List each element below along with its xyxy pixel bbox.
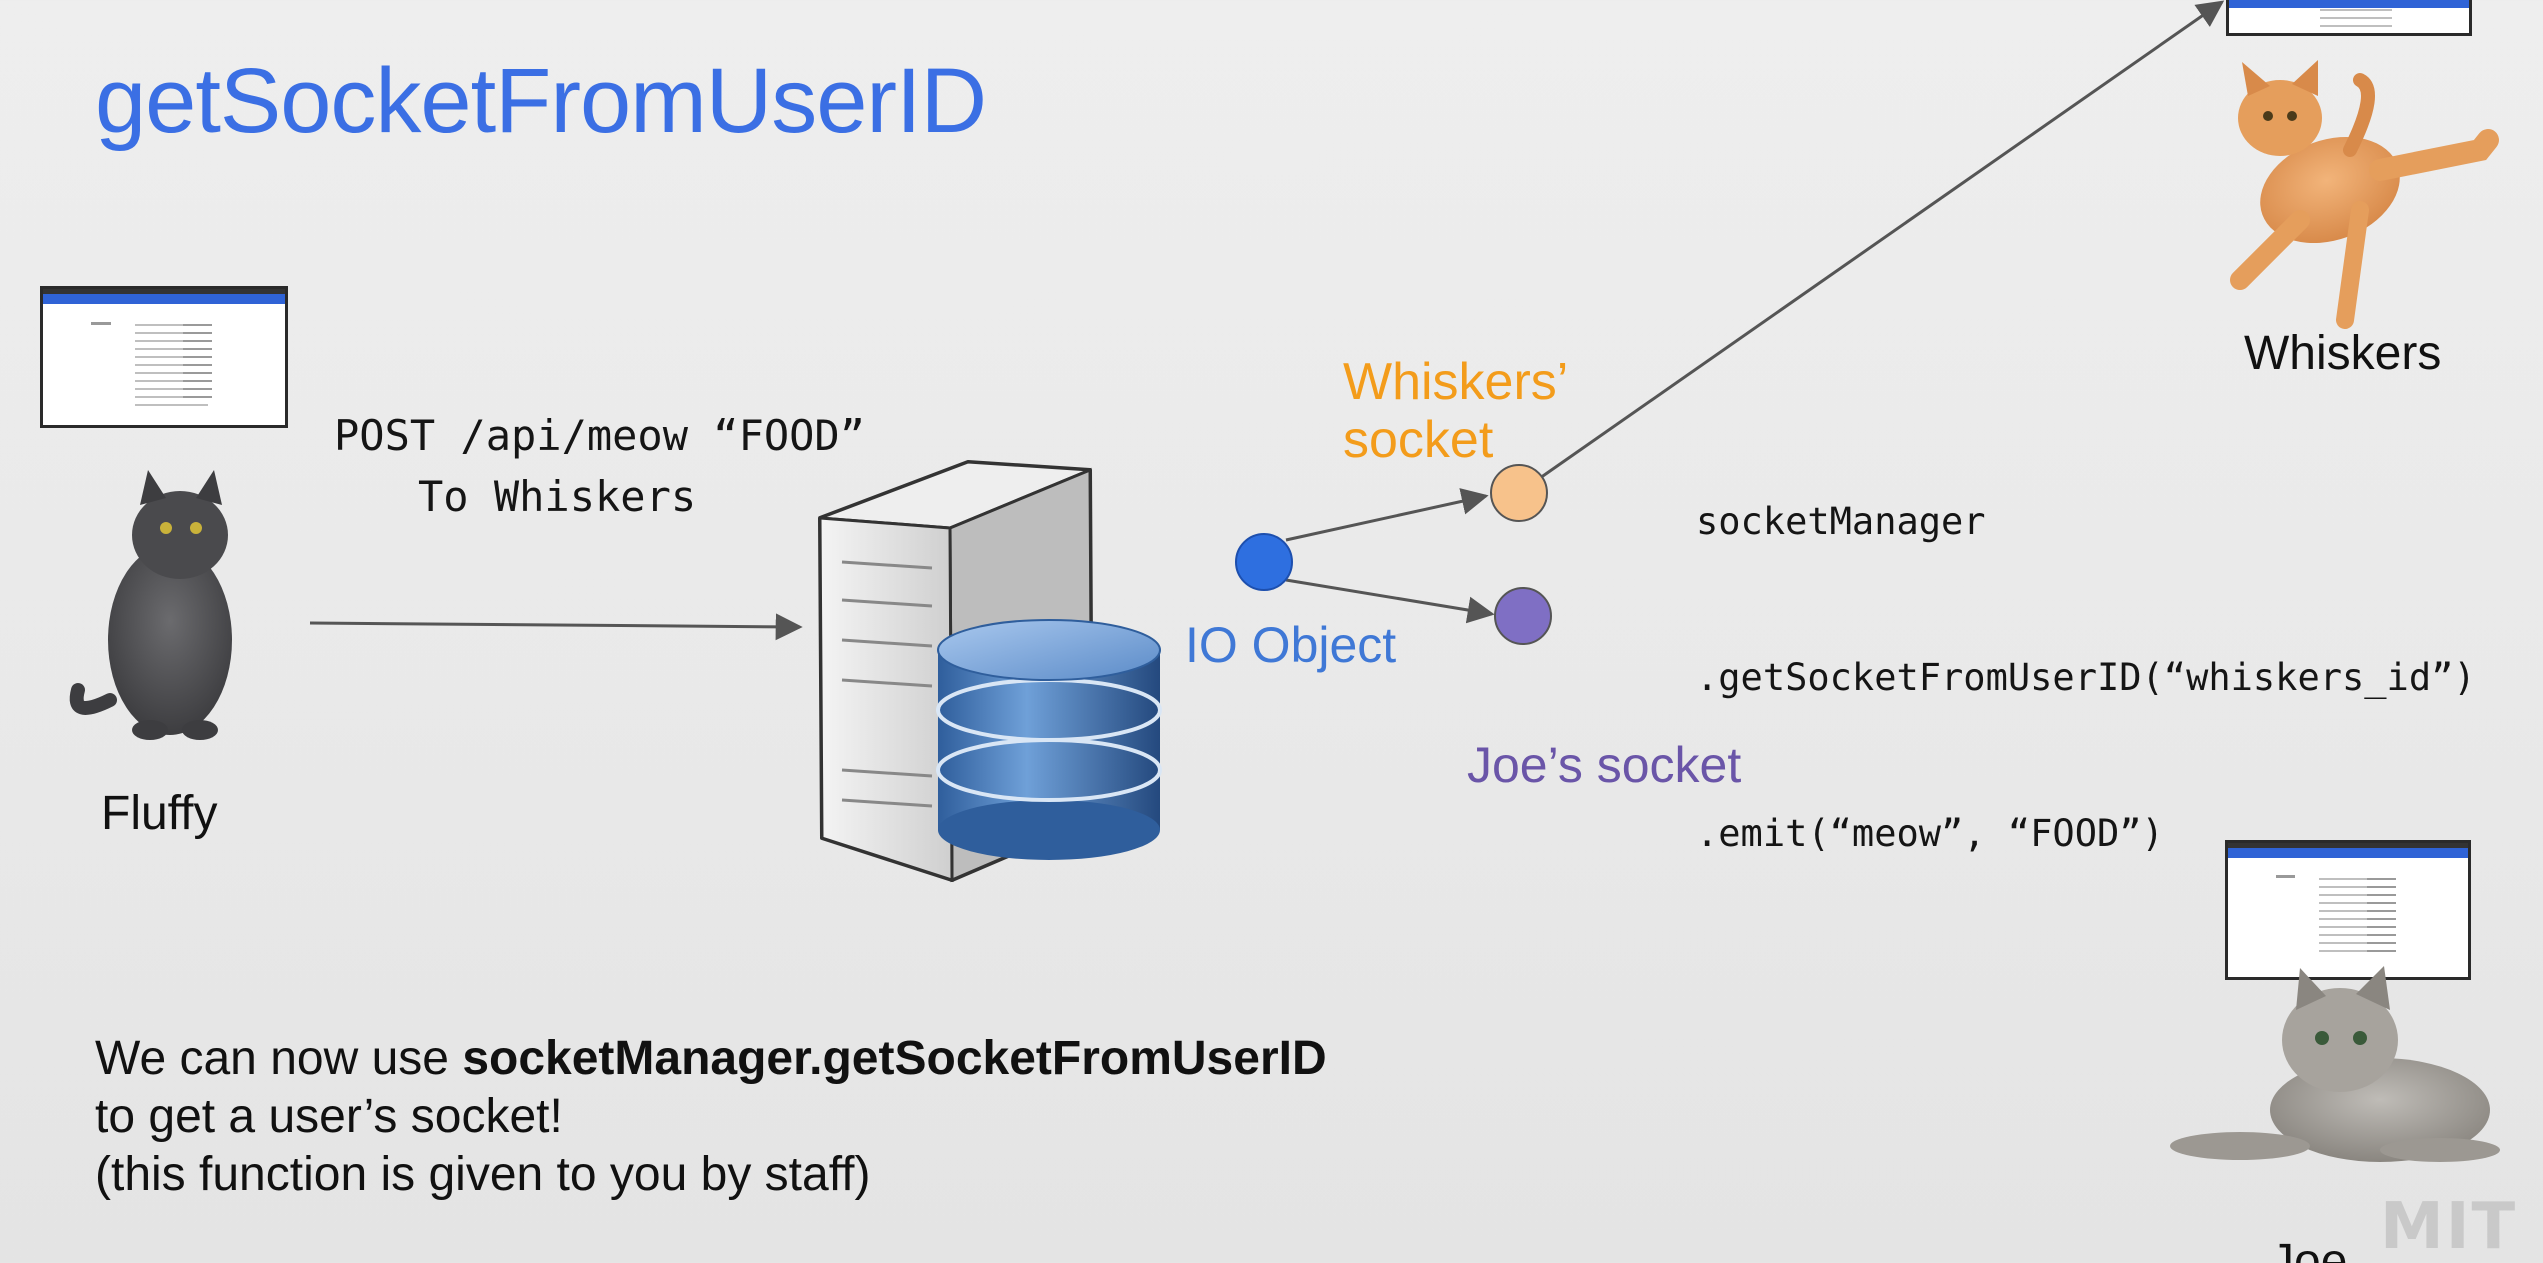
request-text-line2: To Whiskers: [418, 472, 697, 521]
code-line-2: .getSocketFromUserID(“whiskers_id”): [1696, 656, 2476, 699]
whiskers-socket-node: [1490, 464, 1548, 522]
whiskers-label: Whiskers: [2244, 327, 2442, 380]
note-line-1-prefix: We can now use: [95, 1032, 463, 1085]
whiskers-socket-label-line2: socket: [1343, 411, 1494, 469]
emit-arrow: [1539, 0, 2225, 480]
note-line-1-bold: socketManager.getSocketFromUserID: [462, 1032, 1327, 1085]
code-line-1: socketManager: [1696, 500, 1986, 543]
whiskers-browser-window-icon: [2226, 0, 2472, 36]
code-snippet: socketManager .getSocketFromUserID(“whis…: [1696, 392, 2476, 912]
request-arrow: [309, 613, 803, 641]
joe-socket-node: [1494, 587, 1552, 645]
joe-cat-label: Joe: [2270, 1235, 2348, 1263]
whiskers-socket-label: Whiskers’ socket: [1343, 353, 1568, 469]
io-to-joe-arrow: [1285, 578, 1495, 624]
io-object-node: [1235, 533, 1293, 591]
request-text-line1: POST /api/meow “FOOD”: [334, 411, 866, 460]
io-object-label: IO Object: [1185, 617, 1397, 673]
joes-socket-label: Joe’s socket: [1467, 737, 1742, 793]
joe-browser-window-icon: [2225, 840, 2471, 980]
note-text: We can now use socketManager.getSocketFr…: [95, 1030, 1327, 1204]
note-line-1: We can now use socketManager.getSocketFr…: [95, 1030, 1327, 1088]
cat-joe-image: [2170, 966, 2500, 1162]
mit-watermark-logo: MIT: [2380, 1190, 2518, 1263]
io-to-whiskers-arrow: [1285, 488, 1489, 542]
cat-whiskers-image: [2230, 60, 2499, 329]
fluffy-label: Fluffy: [101, 787, 218, 840]
fluffy-browser-window-icon: [40, 286, 288, 428]
slide-title: getSocketFromUserID: [95, 50, 987, 152]
cat-fluffy-image: [69, 470, 232, 740]
server-database-icon: [818, 460, 1162, 883]
code-line-3: .emit(“meow”, “FOOD”): [1696, 812, 2164, 855]
whiskers-socket-label-line1: Whiskers’: [1343, 353, 1569, 411]
note-line-3: (this function is given to you by staff): [95, 1148, 871, 1201]
note-line-2: to get a user’s socket!: [95, 1090, 563, 1143]
